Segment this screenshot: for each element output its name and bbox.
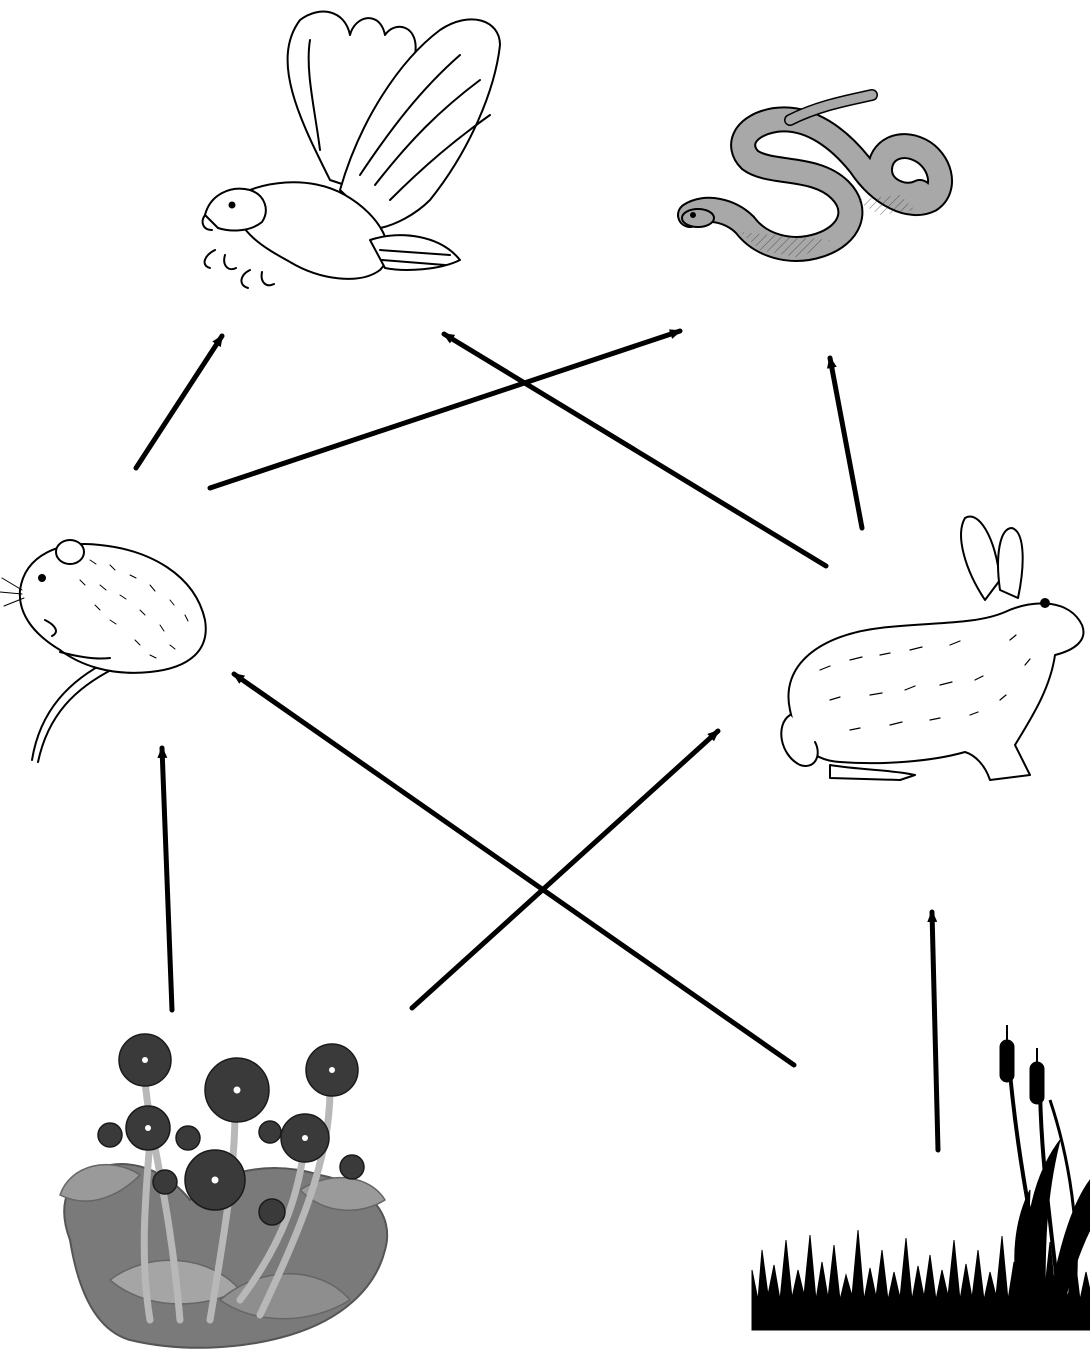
arrow-grass-to-mouse [234, 674, 794, 1065]
arrow-mouse-to-eagle [136, 336, 222, 468]
flowers-icon [60, 1034, 387, 1348]
arrow-flowers-to-rabbit [412, 731, 718, 1008]
grass-icon [752, 1025, 1090, 1330]
arrow-grass-to-rabbit [932, 912, 938, 1150]
snake-icon [682, 95, 940, 258]
rabbit-icon [781, 517, 1083, 780]
mouse-icon [0, 540, 206, 762]
arrow-rabbit-to-snake [830, 358, 862, 528]
arrow-rabbit-to-eagle [444, 334, 826, 566]
eagle-icon [203, 12, 500, 288]
arrow-mouse-to-snake [210, 331, 680, 488]
arrow-flowers-to-mouse [162, 748, 172, 1010]
